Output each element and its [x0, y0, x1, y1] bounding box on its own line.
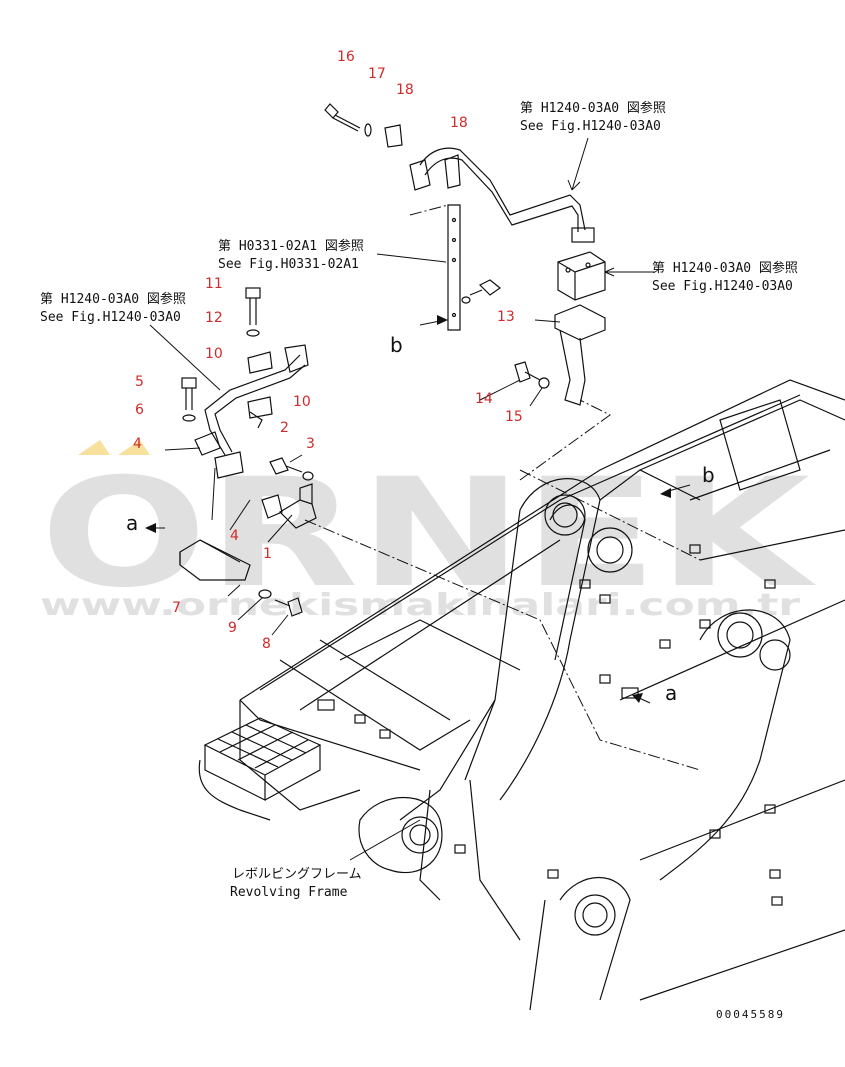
bracket-1: [279, 499, 317, 529]
view-label-a-left: a: [126, 511, 138, 535]
revolving-frame: [198, 379, 845, 1011]
callout-18a: 18: [396, 82, 414, 98]
leader-lines: [145, 137, 701, 861]
pipe-lower-fitting: [214, 451, 244, 479]
callout-3: 3: [306, 436, 315, 452]
bolt-5-head: [181, 377, 197, 389]
washer-center: [461, 296, 471, 304]
watermark-accent-left: [78, 440, 110, 455]
document-number: 00045589: [716, 1008, 785, 1021]
frame-label-jp: レボルビングフレーム: [232, 867, 362, 882]
ref-middle-en: See Fig.H0331-02A1: [218, 257, 359, 272]
bolt-16-shank: [334, 114, 361, 129]
washer-15: [538, 377, 550, 389]
bolt-center-head: [478, 279, 502, 296]
clamp-18a: [384, 124, 403, 148]
callout-7: 7: [172, 600, 181, 616]
callout-12: 12: [205, 310, 223, 326]
callout-9: 9: [228, 620, 237, 636]
ref-right-jp: 第 H1240-03A0 図参照: [652, 260, 798, 276]
pipe-flange: [409, 159, 431, 191]
watermark-accent-right: [118, 440, 150, 455]
watermark: ORNEK www.ornekismakinalari.com.tr: [40, 440, 816, 623]
callout-11: 11: [205, 276, 223, 292]
callout-4b: 4: [230, 528, 239, 544]
stay-13-top: [554, 304, 606, 341]
callout-1: 1: [263, 546, 272, 562]
ref-top-right-jp: 第 H1240-03A0 図参照: [520, 100, 666, 116]
callout-10a: 10: [205, 346, 223, 362]
callout-8: 8: [262, 636, 271, 652]
clamp-10a: [247, 351, 273, 374]
bolt-14: [514, 361, 531, 383]
washer-3: [302, 471, 314, 481]
left-bracket-assembly: [179, 287, 317, 617]
callout-14: 14: [475, 391, 493, 407]
callout-15: 15: [505, 409, 523, 425]
valve-block: [557, 251, 606, 301]
view-label-b-upper: b: [390, 333, 403, 357]
callout-6: 6: [135, 402, 144, 418]
callout-16: 16: [337, 49, 355, 65]
washer-17: [364, 123, 372, 137]
ref-middle-jp: 第 H0331-02A1 図参照: [218, 238, 364, 254]
bracket-4a: [194, 431, 221, 456]
watermark-url: www.ornekismakinalari.com.tr: [40, 588, 800, 623]
view-labels: a a b b: [126, 333, 715, 705]
view-label-a-right: a: [665, 681, 677, 705]
callout-18b: 18: [450, 115, 468, 131]
callout-5: 5: [135, 374, 144, 390]
callout-2: 2: [280, 420, 289, 436]
pipe-end-fitting: [571, 227, 595, 243]
bolt-8-head: [287, 597, 303, 617]
ref-top-right-en: See Fig.H1240-03A0: [520, 119, 661, 134]
bolt-3-head: [269, 457, 289, 475]
reference-notes: 第 H1240-03A0 図参照 See Fig.H1240-03A0 第 H0…: [40, 100, 798, 900]
ref-left-jp: 第 H1240-03A0 図参照: [40, 291, 186, 307]
clamp-18b: [444, 154, 461, 189]
pipe-upper-fitting: [284, 344, 309, 373]
valve-block-assembly: [514, 251, 606, 406]
washer-9: [258, 589, 272, 599]
step-grate: [198, 717, 322, 821]
bolt-16-head: [324, 103, 339, 119]
clamp-10b: [247, 396, 273, 419]
watermark-brand: ORNEK: [40, 447, 816, 621]
callout-13: 13: [497, 309, 515, 325]
view-label-b-lower: b: [702, 463, 715, 487]
callout-10b: 10: [293, 394, 311, 410]
washer-6: [182, 414, 196, 422]
upper-pipe-assembly: [324, 103, 595, 243]
bracket-4b: [261, 494, 283, 519]
callout-numbers: 16 17 18 18 11 12 10 5 10 6 2 4 3 4 1 7 …: [133, 49, 523, 652]
ref-left-en: See Fig.H1240-03A0: [40, 310, 181, 325]
washer-12: [246, 329, 260, 337]
ref-right-en: See Fig.H1240-03A0: [652, 279, 793, 294]
callout-17: 17: [368, 66, 386, 82]
frame-label-en: Revolving Frame: [230, 885, 348, 900]
bolt-11-head: [245, 287, 261, 299]
bracket-plate-center: [447, 204, 502, 331]
callout-4a: 4: [133, 436, 142, 452]
